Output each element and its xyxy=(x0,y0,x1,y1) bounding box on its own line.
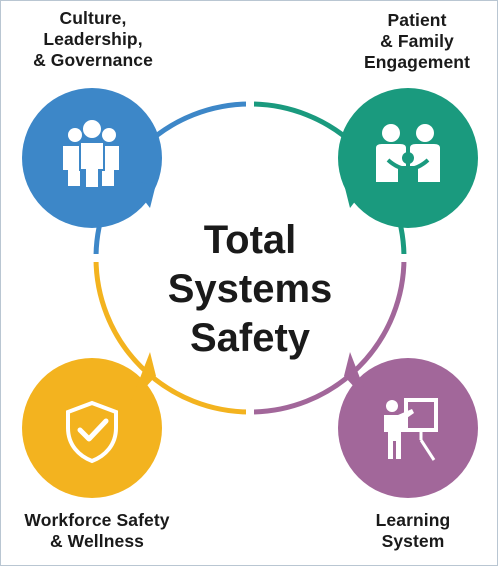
label-culture: Culture, Leadership, & Governance xyxy=(33,8,153,70)
shield-check-icon xyxy=(66,400,118,464)
ring-dividers xyxy=(88,96,412,420)
label-patient: Patient & Family Engagement xyxy=(363,10,471,72)
family-icon xyxy=(376,124,440,182)
ring-arc-workforce xyxy=(93,257,251,415)
label-learning: Learning System xyxy=(375,510,451,551)
label-workforce: Workforce Safety & Wellness xyxy=(24,510,170,551)
people-group-icon xyxy=(63,120,119,189)
ring-arc-learning xyxy=(249,257,407,415)
center-title: Total Systems Safety xyxy=(167,218,333,360)
presenter-board-icon xyxy=(384,398,438,461)
node-workforce xyxy=(22,352,162,498)
